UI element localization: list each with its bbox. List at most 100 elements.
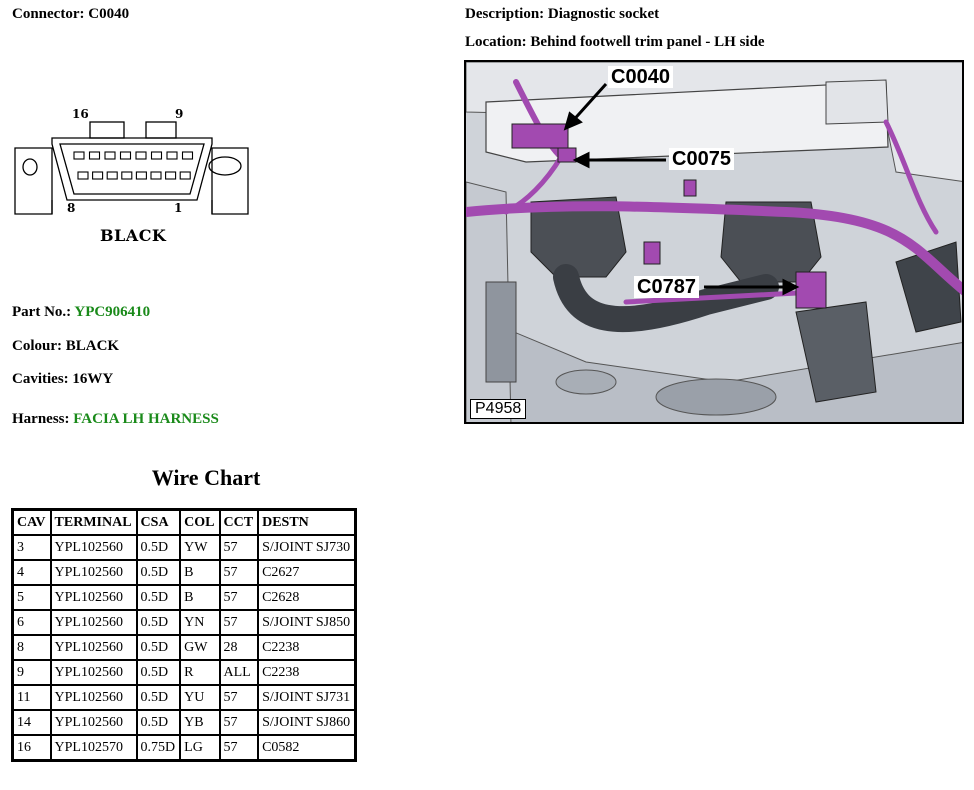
description-label: Description: <box>465 6 545 22</box>
col-cell: YN <box>179 609 221 636</box>
location-line: Location: Behind footwell trim panel - L… <box>465 34 765 51</box>
left-flange <box>14 147 53 215</box>
destn-cell: S/JOINT SJ850 <box>257 609 357 636</box>
cct-cell: 57 <box>218 534 260 561</box>
harness-link[interactable]: FACIA LH HARNESS <box>73 411 219 427</box>
col-cell: YB <box>179 709 221 736</box>
connector-label: Connector: <box>12 6 85 22</box>
cct-cell: ALL <box>218 659 260 686</box>
cav-cell: 9 <box>11 659 52 686</box>
pin-cavity <box>121 171 133 180</box>
terminal-cell: YPL102560 <box>49 659 138 686</box>
pin-cavity <box>104 151 116 160</box>
pin-cavity <box>119 151 132 160</box>
column-header-csa: CSA <box>135 508 182 536</box>
column-header-cav: CAV <box>11 508 52 536</box>
cav-cell: 16 <box>11 734 52 762</box>
cav-cell: 8 <box>11 634 52 661</box>
callout-c0075: C0075 <box>669 148 734 170</box>
connector-shell <box>51 137 213 201</box>
destn-cell: C0582 <box>257 734 357 762</box>
cav-cell: 14 <box>11 709 52 736</box>
table-row: 14 YPL102560 0.5D YB 57 S/JOINT SJ860 <box>11 709 357 736</box>
left-mount-hole <box>22 158 38 176</box>
cav-cell: 6 <box>11 609 52 636</box>
csa-cell: 0.75D <box>135 734 182 762</box>
pin-cavity <box>88 151 101 160</box>
terminal-cell: YPL102560 <box>49 709 138 736</box>
cct-cell: 57 <box>218 684 260 711</box>
pin-cavity <box>150 151 163 160</box>
table-row: 16 YPL102570 0.75D LG 57 C0582 <box>11 734 357 762</box>
pin-cavity <box>179 171 191 180</box>
table-row: 11 YPL102560 0.5D YU 57 S/JOINT SJ731 <box>11 684 357 711</box>
connector-body <box>59 143 205 195</box>
connector-face-diagram: 16 9 8 1 <box>14 107 249 215</box>
csa-cell: 0.5D <box>135 709 182 736</box>
pin-cavity <box>135 171 147 180</box>
top-key-right <box>145 121 177 139</box>
csa-cell: 0.5D <box>135 634 182 661</box>
table-row: 3 YPL102560 0.5D YW 57 S/JOINT SJ730 <box>11 534 357 561</box>
col-cell: LG <box>179 734 221 762</box>
pin-cavity <box>166 151 178 160</box>
cct-cell: 28 <box>218 634 260 661</box>
table-row: 6 YPL102560 0.5D YN 57 S/JOINT SJ850 <box>11 609 357 636</box>
destn-cell: S/JOINT SJ730 <box>257 534 357 561</box>
column-header-destn: DESTN <box>257 508 357 536</box>
pin-cavity <box>165 171 177 180</box>
part-no-link[interactable]: YPC906410 <box>74 304 151 320</box>
connector-id: C0040 <box>88 6 130 22</box>
terminal-cell: YPL102560 <box>49 534 138 561</box>
col-cell: R <box>179 659 221 686</box>
terminal-cell: YPL102560 <box>49 609 138 636</box>
col-cell: B <box>179 559 221 586</box>
cavities-value: 16WY <box>72 371 114 387</box>
cavities-label: Cavities: <box>12 371 69 387</box>
destn-cell: C2238 <box>257 659 357 686</box>
csa-cell: 0.5D <box>135 559 182 586</box>
wire-chart-title: Wire Chart <box>151 465 261 490</box>
table-row: 4 YPL102560 0.5D B 57 C2627 <box>11 559 357 586</box>
location-illustration: C0040 C0075 C0787 P4958 <box>464 60 964 424</box>
connector-color-label: BLACK <box>100 226 167 245</box>
csa-cell: 0.5D <box>135 584 182 611</box>
location-value: Behind footwell trim panel - LH side <box>530 34 765 50</box>
terminal-cell: YPL102560 <box>49 634 138 661</box>
harness-label: Harness: <box>12 411 70 427</box>
right-flange <box>211 147 249 215</box>
table-header-row: CAV TERMINAL CSA COL CCT DESTN <box>11 508 357 536</box>
pin-cavity <box>77 171 89 180</box>
table-row: 5 YPL102560 0.5D B 57 C2628 <box>11 584 357 611</box>
harness-line: Harness: FACIA LH HARNESS <box>12 411 219 428</box>
cav-cell: 11 <box>11 684 52 711</box>
column-header-terminal: TERMINAL <box>49 508 138 536</box>
col-cell: B <box>179 584 221 611</box>
wire-chart-table: CAV TERMINAL CSA COL CCT DESTN 3 YPL1025… <box>11 508 358 762</box>
pin-label-9: 9 <box>175 107 183 121</box>
destn-cell: S/JOINT SJ731 <box>257 684 357 711</box>
pin-cavity <box>135 151 147 160</box>
destn-cell: C2628 <box>257 584 357 611</box>
table-row: 8 YPL102560 0.5D GW 28 C2238 <box>11 634 357 661</box>
colour-value: BLACK <box>65 338 120 354</box>
cct-cell: 57 <box>218 609 260 636</box>
pin-label-1: 1 <box>174 201 182 215</box>
column-header-cct: CCT <box>218 508 260 536</box>
pin-label-16: 16 <box>72 107 89 121</box>
cav-cell: 3 <box>11 534 52 561</box>
cavities-line: Cavities: 16WY <box>12 371 113 388</box>
csa-cell: 0.5D <box>135 609 182 636</box>
terminal-cell: YPL102560 <box>49 584 138 611</box>
table-row: 9 YPL102560 0.5D R ALL C2238 <box>11 659 357 686</box>
destn-cell: C2238 <box>257 634 357 661</box>
vehicle-interior-drawing <box>466 62 962 422</box>
right-mount-hole <box>208 156 242 176</box>
terminal-cell: YPL102560 <box>49 684 138 711</box>
callout-c0787: C0787 <box>634 276 699 298</box>
col-cell: GW <box>179 634 221 661</box>
cct-cell: 57 <box>218 709 260 736</box>
csa-cell: 0.5D <box>135 659 182 686</box>
pin-label-8: 8 <box>67 201 75 215</box>
top-key-left <box>89 121 125 139</box>
